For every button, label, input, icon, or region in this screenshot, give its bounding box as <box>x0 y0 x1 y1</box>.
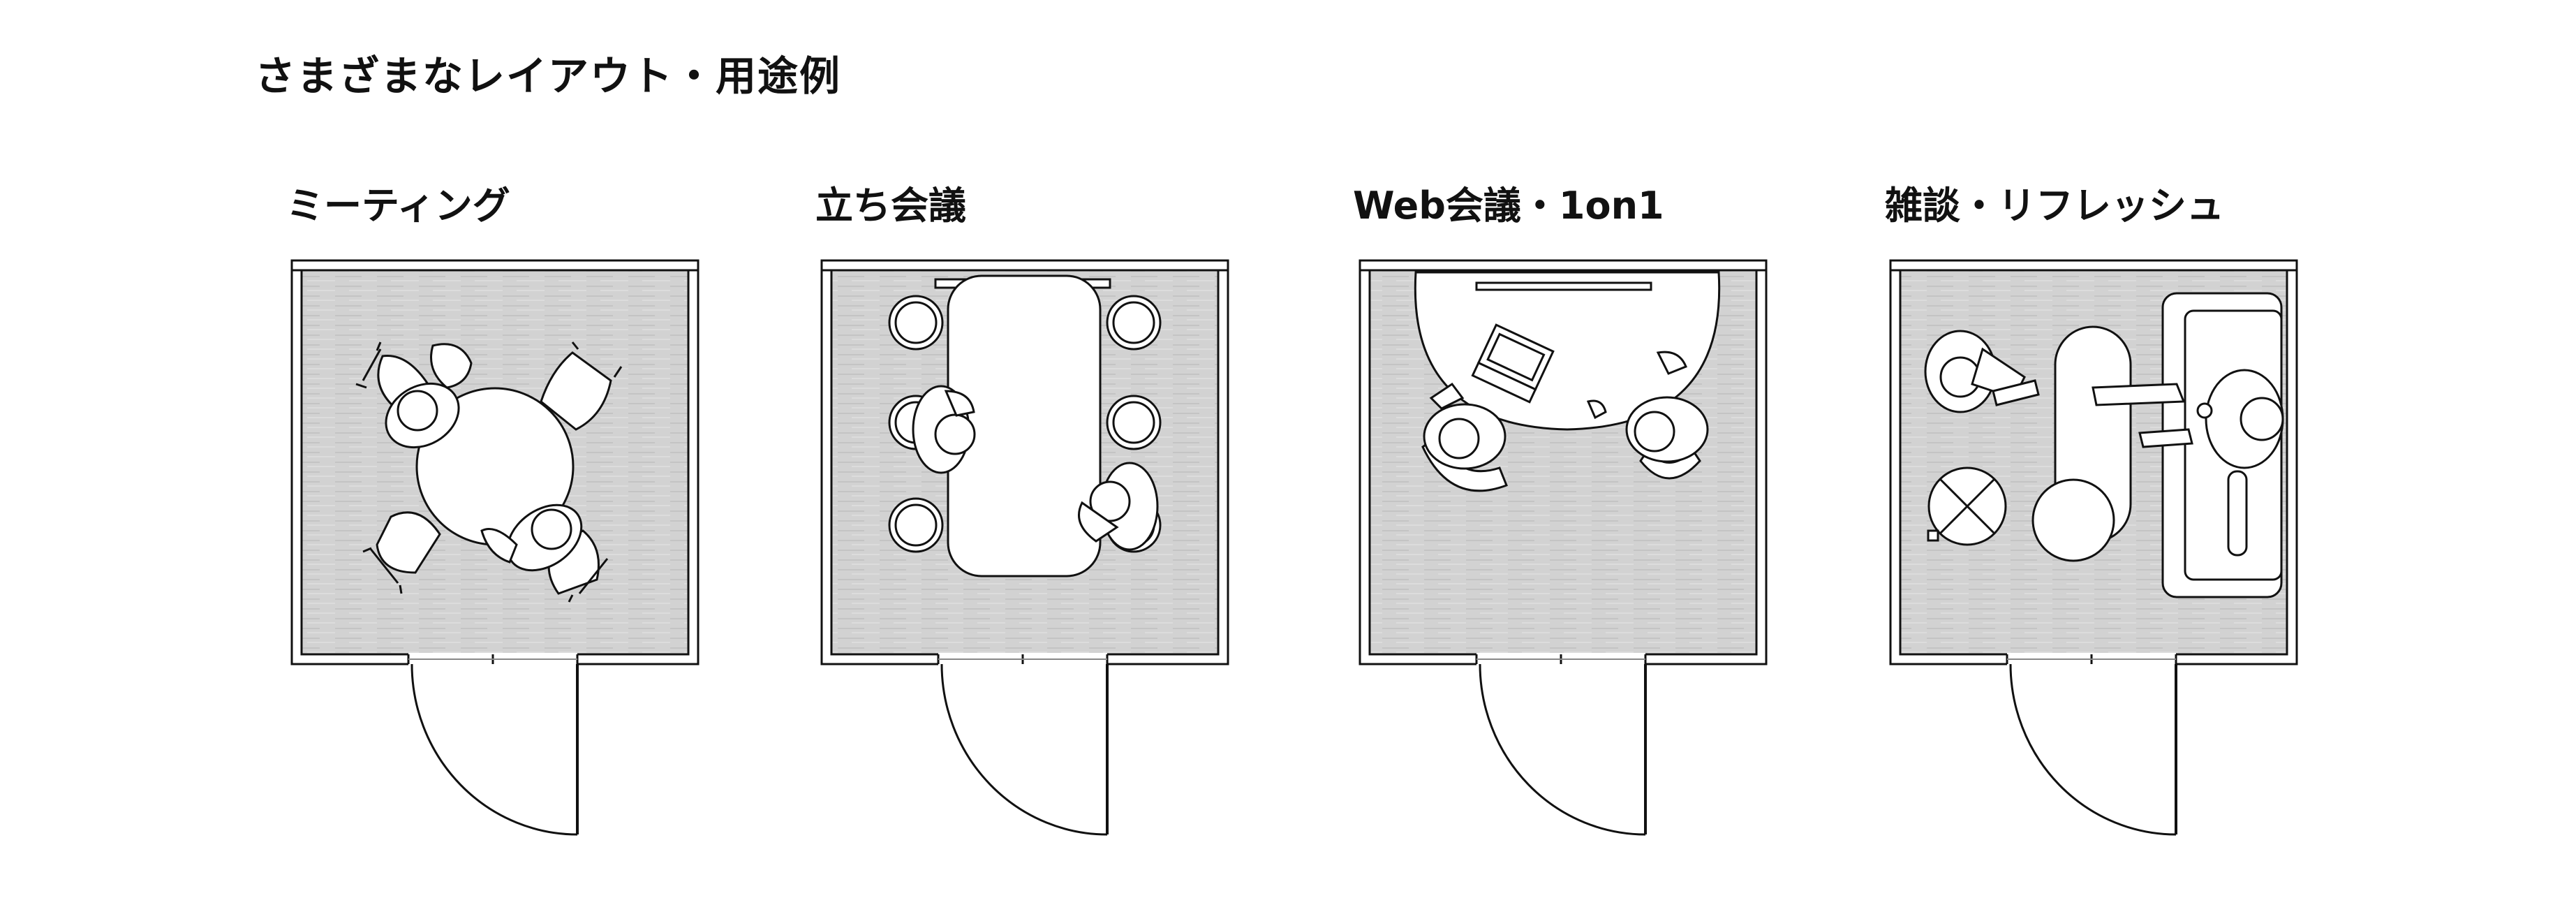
layout-title-standing: 立ち会議 <box>815 184 966 228</box>
room-web-meeting <box>1359 259 1768 836</box>
room-meeting <box>290 259 699 836</box>
room-standing <box>820 259 1229 836</box>
page-title: さまざまなレイアウト・用途例 <box>255 52 842 100</box>
room-chat-refresh <box>1889 259 2298 836</box>
layout-title-web: Web会議・1on1 <box>1353 184 1664 228</box>
layout-title-meeting: ミーティング <box>286 184 510 228</box>
layout-title-chat: 雑談・リフレッシュ <box>1885 184 2224 228</box>
